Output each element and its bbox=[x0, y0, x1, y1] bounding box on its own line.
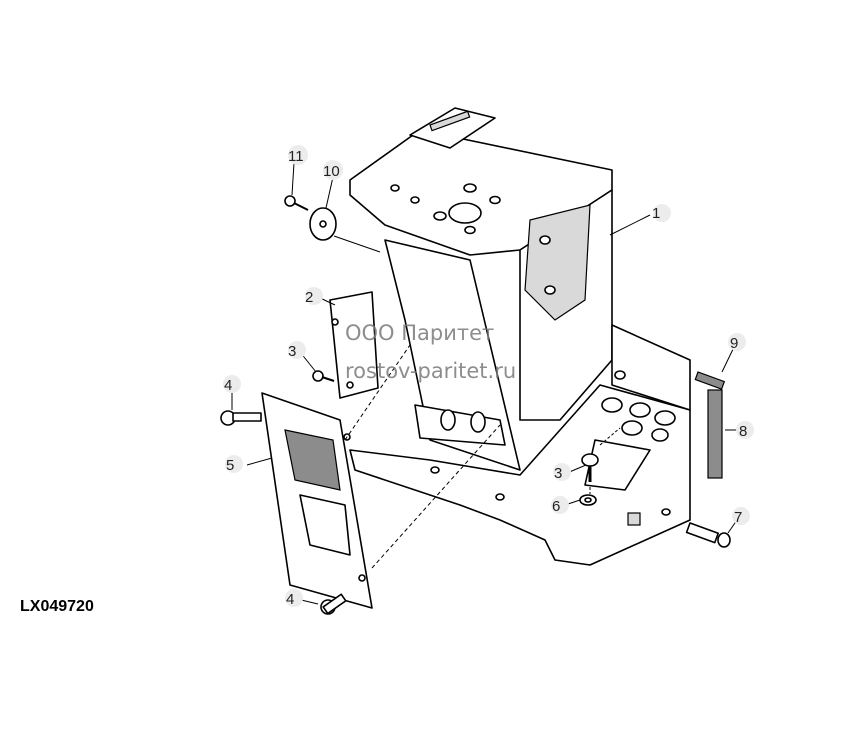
disk-part-10 bbox=[309, 207, 337, 241]
callout-3-left: 3 bbox=[288, 341, 306, 360]
callout-label: 3 bbox=[554, 465, 562, 482]
callout-6: 6 bbox=[551, 496, 569, 515]
washer-part-6 bbox=[579, 494, 597, 506]
callout-4-lower: 4 bbox=[285, 589, 303, 608]
callout-8: 8 bbox=[736, 421, 754, 440]
watermark-line-1: ООО Паритет bbox=[345, 321, 494, 345]
watermark-line-2: rostov-paritet.ru bbox=[345, 359, 516, 383]
callout-3-right: 3 bbox=[553, 463, 571, 482]
callout-label: 6 bbox=[552, 498, 560, 515]
screw-part-3-right bbox=[581, 453, 599, 482]
strip-part-9 bbox=[694, 371, 726, 390]
plate-part-2 bbox=[329, 291, 379, 399]
base-plate bbox=[349, 324, 691, 566]
cover-plate-part-5 bbox=[261, 392, 373, 609]
callout-label: 8 bbox=[739, 423, 747, 440]
callout-5: 5 bbox=[225, 455, 243, 474]
callout-10: 10 bbox=[323, 160, 343, 180]
callout-label: 1 bbox=[652, 205, 660, 222]
screw-part-11 bbox=[284, 195, 309, 211]
callout-2: 2 bbox=[305, 287, 323, 306]
figure-code: LX049720 bbox=[20, 598, 94, 615]
callout-label: 7 bbox=[734, 509, 742, 526]
frame-part-1 bbox=[349, 107, 613, 471]
callout-4-upper: 4 bbox=[223, 375, 241, 394]
bolt-part-4-upper bbox=[220, 410, 262, 426]
callout-label: 9 bbox=[730, 335, 738, 352]
callout-label: 10 bbox=[323, 163, 340, 180]
bolt-part-4-lower bbox=[320, 593, 347, 615]
callout-label: 5 bbox=[226, 457, 234, 474]
callout-label: 11 bbox=[288, 148, 304, 165]
callout-11: 11 bbox=[288, 145, 308, 165]
callout-7: 7 bbox=[732, 507, 750, 526]
callout-label: 2 bbox=[305, 289, 313, 306]
callout-label: 3 bbox=[288, 343, 296, 360]
strip-part-8 bbox=[707, 389, 723, 479]
callout-label: 4 bbox=[224, 377, 232, 394]
pin-part-7 bbox=[685, 522, 731, 548]
callout-1: 1 bbox=[652, 204, 671, 222]
callout-label: 4 bbox=[286, 591, 294, 608]
screw-part-3-left bbox=[312, 370, 335, 382]
callout-9: 9 bbox=[728, 333, 746, 352]
